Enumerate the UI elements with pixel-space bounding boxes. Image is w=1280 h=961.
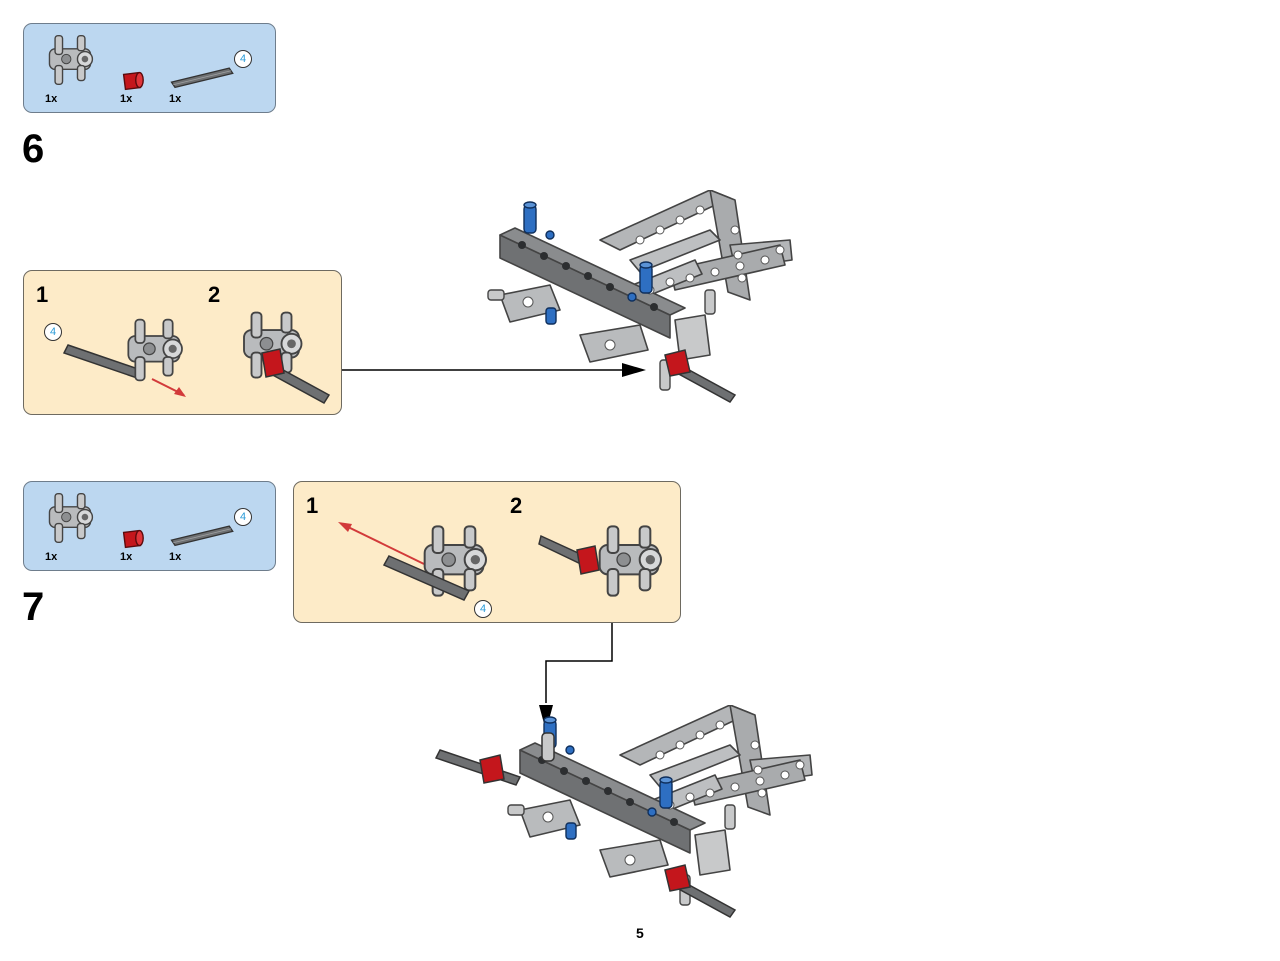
axle-length-marker: 4	[474, 600, 492, 618]
substep-1-illustration	[62, 295, 186, 397]
substep-2-illustration	[538, 496, 679, 616]
substep-box-step-6: 1 2 4	[23, 270, 342, 415]
step-number: 7	[22, 585, 45, 629]
part-qty: 1x	[169, 93, 182, 105]
frame-assembly-step-7	[434, 705, 800, 918]
axle-length-marker: 4	[44, 323, 62, 341]
substep-number: 2	[510, 493, 523, 518]
frame-assembly-step-6	[480, 190, 800, 403]
parts-list-step-7: 4 1x 1x 1x	[23, 481, 276, 571]
axle-icon	[168, 62, 238, 90]
part-qty: 1x	[45, 93, 58, 105]
substep-box-step-7: 1 2 4	[293, 481, 681, 623]
callout-arrow	[342, 363, 646, 377]
substep-number: 1	[306, 493, 319, 518]
substep-1-illustration	[338, 522, 504, 601]
axle-length-marker: 4	[234, 508, 252, 526]
bush-icon	[118, 67, 146, 95]
bush-icon	[118, 525, 146, 553]
axle-icon	[168, 520, 238, 548]
connector-icon	[42, 32, 98, 88]
step-number: 6	[22, 127, 45, 171]
part-qty: 1x	[45, 551, 58, 563]
connector-icon	[42, 490, 98, 546]
substep-number: 2	[208, 282, 221, 307]
page-number: 5	[636, 925, 644, 941]
substep-2-illustration	[234, 295, 331, 404]
part-qty: 1x	[120, 551, 133, 563]
parts-list-step-6: 4 1x 1x 1x	[23, 23, 276, 113]
axle-length-marker: 4	[234, 50, 252, 68]
part-qty: 1x	[169, 551, 182, 563]
substep-number: 1	[36, 282, 49, 307]
part-qty: 1x	[120, 93, 133, 105]
